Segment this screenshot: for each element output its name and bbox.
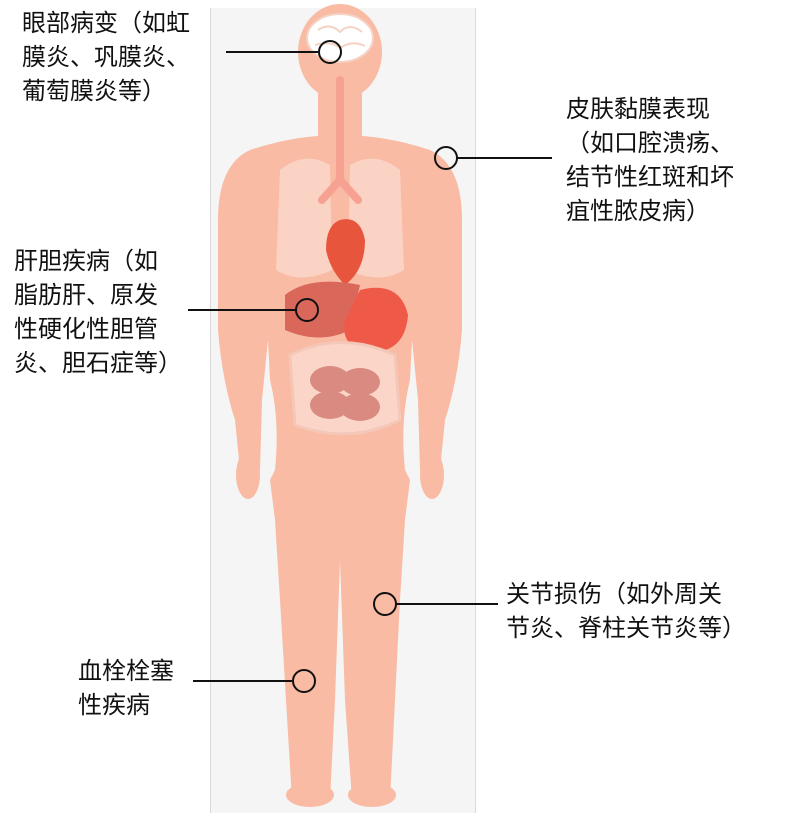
label-skin-mucosa: 皮肤黏膜表现 （如口腔溃疡、 结节性红斑和坏 疽性脓皮病） <box>566 95 734 225</box>
trachea <box>318 76 362 204</box>
small-intestine <box>310 366 380 421</box>
stomach <box>344 287 408 353</box>
brain <box>306 13 374 63</box>
heart <box>326 219 365 285</box>
label-joint-damage: 关节损伤（如外周关 节炎、脊柱关节炎等） <box>506 580 746 642</box>
label-eye-lesions: 眼部病变（如虹 膜炎、巩膜炎、 葡萄膜炎等） <box>22 9 190 105</box>
label-hepatobiliary: 肝胆疾病（如 脂肪肝、原发 性硬化性胆管 炎、胆石症等） <box>14 247 182 377</box>
liver <box>285 281 360 338</box>
annotation-lines <box>188 40 552 693</box>
label-thromboembolism: 血栓栓塞 性疾病 <box>78 657 174 719</box>
